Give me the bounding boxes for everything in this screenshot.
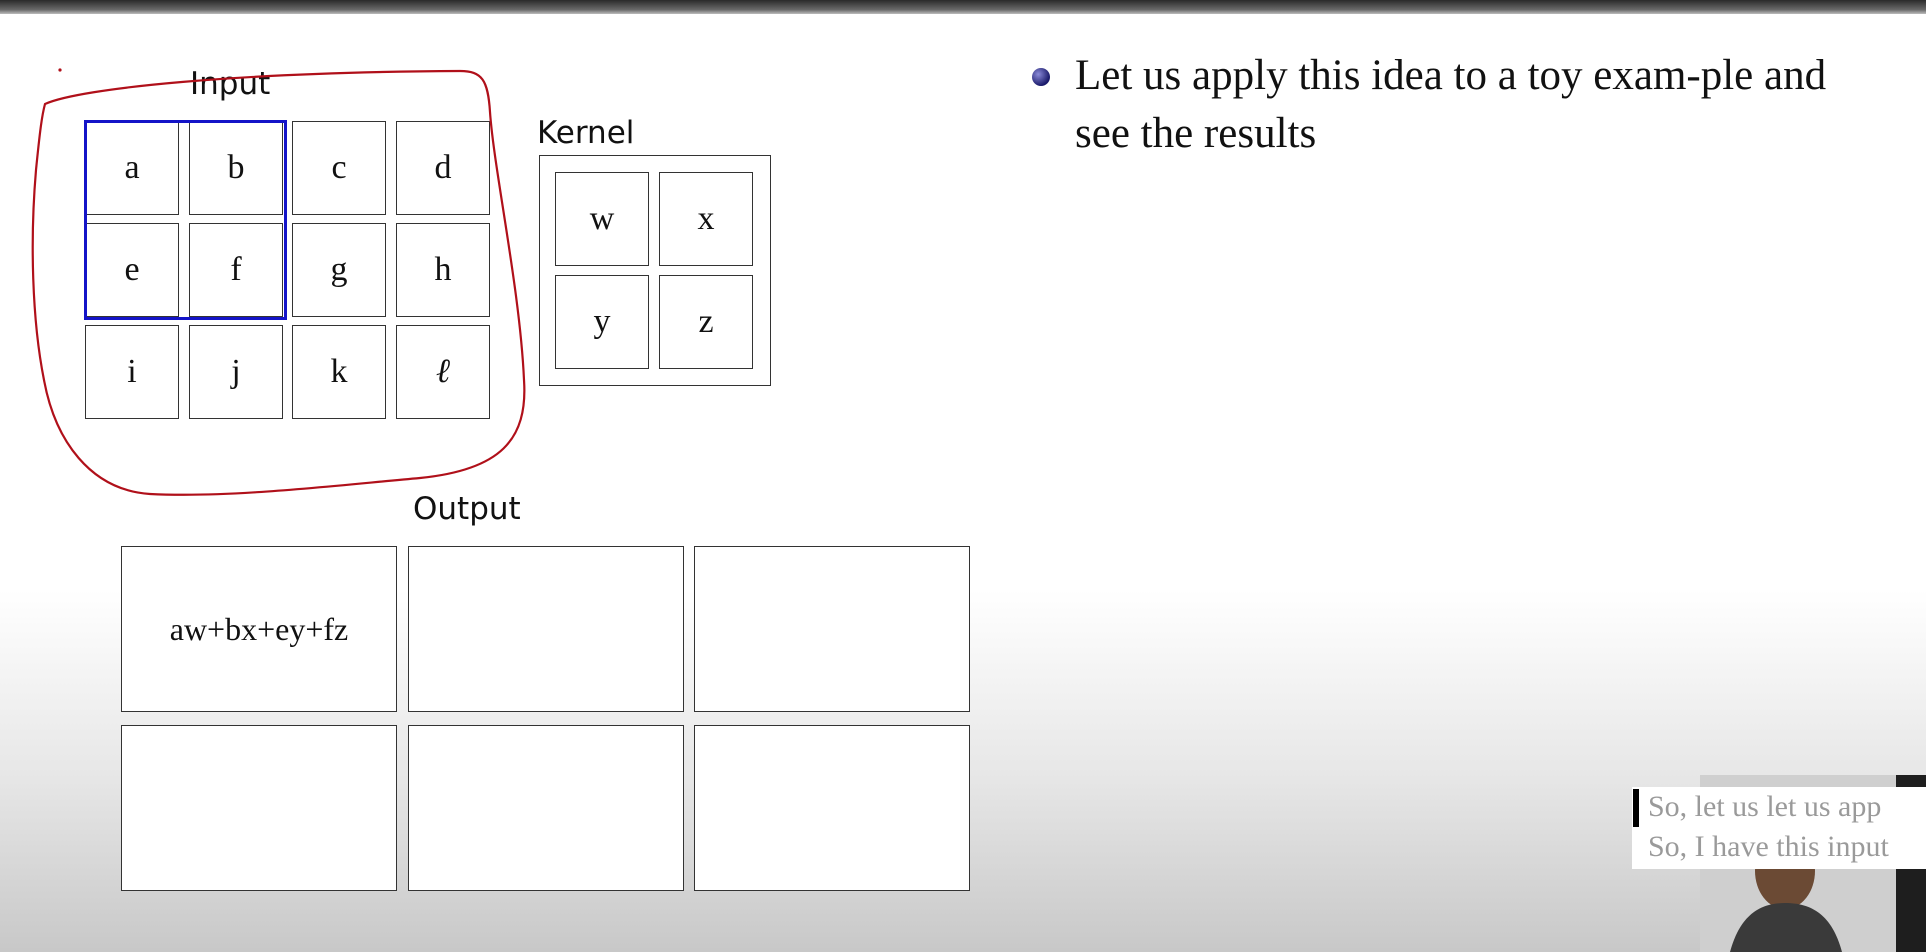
output-cell-2 [408, 546, 684, 712]
input-cell-j: j [189, 325, 283, 419]
input-label: Input [190, 66, 271, 102]
caption-line-2: So, I have this input [1648, 830, 1889, 863]
output-label: Output [413, 491, 521, 527]
input-cell-f: f [189, 223, 283, 317]
kernel-cell-w: w [555, 172, 649, 266]
input-cell-i: i [85, 325, 179, 419]
bullet-icon [1032, 68, 1050, 86]
bullet-text: Let us apply this idea to a toy exam-ple… [1075, 52, 1827, 157]
output-cell-3 [694, 546, 970, 712]
input-cell-e: e [85, 223, 179, 317]
output-cell-6 [694, 725, 970, 891]
kernel-label: Kernel [537, 115, 635, 151]
input-cell-d: d [396, 121, 490, 215]
caption-line-1: So, let us let us app [1648, 790, 1882, 823]
kernel-cell-x: x [659, 172, 753, 266]
input-cell-ell: ℓ [396, 325, 490, 419]
input-cell-h: h [396, 223, 490, 317]
input-cell-a: a [85, 121, 179, 215]
caption-cursor [1633, 789, 1639, 827]
captions-box [1632, 787, 1926, 869]
output-cell-1: aw+bx+ey+fz [121, 546, 397, 712]
kernel-window-highlight [84, 120, 287, 320]
input-cell-k: k [292, 325, 386, 419]
output-cell-5 [408, 725, 684, 891]
input-cell-c: c [292, 121, 386, 215]
kernel-cell-z: z [659, 275, 753, 369]
video-top-edge [0, 0, 1926, 14]
kernel-cell-y: y [555, 275, 649, 369]
output-cell-4 [121, 725, 397, 891]
input-cell-g: g [292, 223, 386, 317]
